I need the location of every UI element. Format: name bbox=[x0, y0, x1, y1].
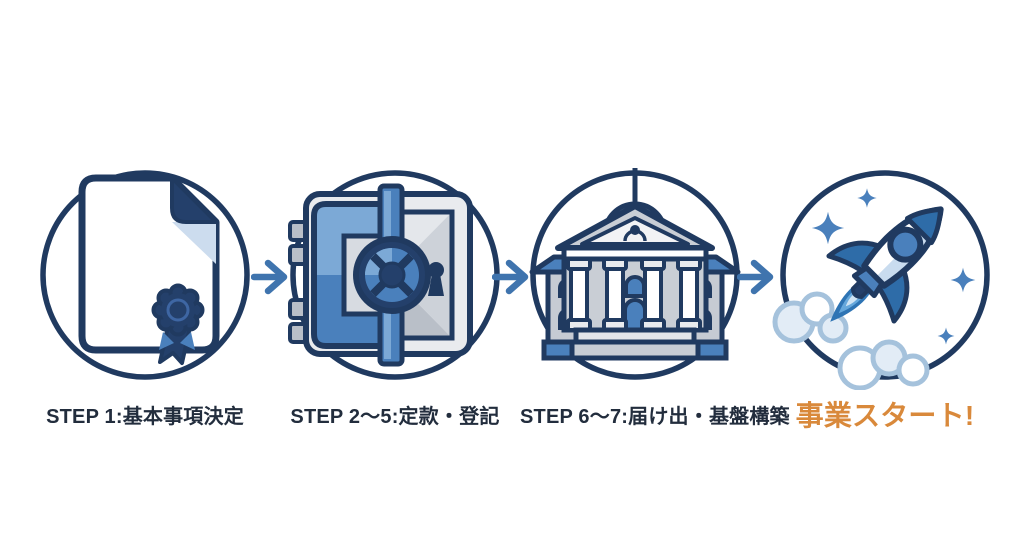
step-1: STEP 1:基本事項決定 bbox=[30, 160, 260, 429]
right-arrow-icon bbox=[492, 259, 529, 295]
document-with-seal-icon bbox=[40, 170, 250, 380]
step-3-label: STEP 6〜7:届け出・基盤構築 bbox=[520, 406, 790, 428]
step-2-label: STEP 2〜5:定款・登記 bbox=[290, 406, 500, 428]
step-4-label: 事業スタート! bbox=[795, 400, 975, 431]
rocket-launch-icon bbox=[772, 170, 990, 391]
step-1-label: STEP 1:基本事項決定 bbox=[46, 406, 244, 428]
step-4-icon-wrap bbox=[770, 160, 1000, 391]
step-2-icon-wrap bbox=[280, 160, 510, 390]
step-4: 事業スタート! bbox=[770, 160, 1000, 434]
safe-icon bbox=[288, 170, 500, 380]
step-3: STEP 6〜7:届け出・基盤構築 bbox=[520, 160, 790, 429]
right-arrow-icon bbox=[251, 259, 288, 295]
right-arrow-icon bbox=[737, 259, 774, 295]
government-building-icon bbox=[529, 168, 741, 380]
step-2: STEP 2〜5:定款・登記 bbox=[280, 160, 510, 429]
step-3-icon-wrap bbox=[520, 160, 750, 390]
step-1-icon-wrap bbox=[30, 160, 260, 390]
